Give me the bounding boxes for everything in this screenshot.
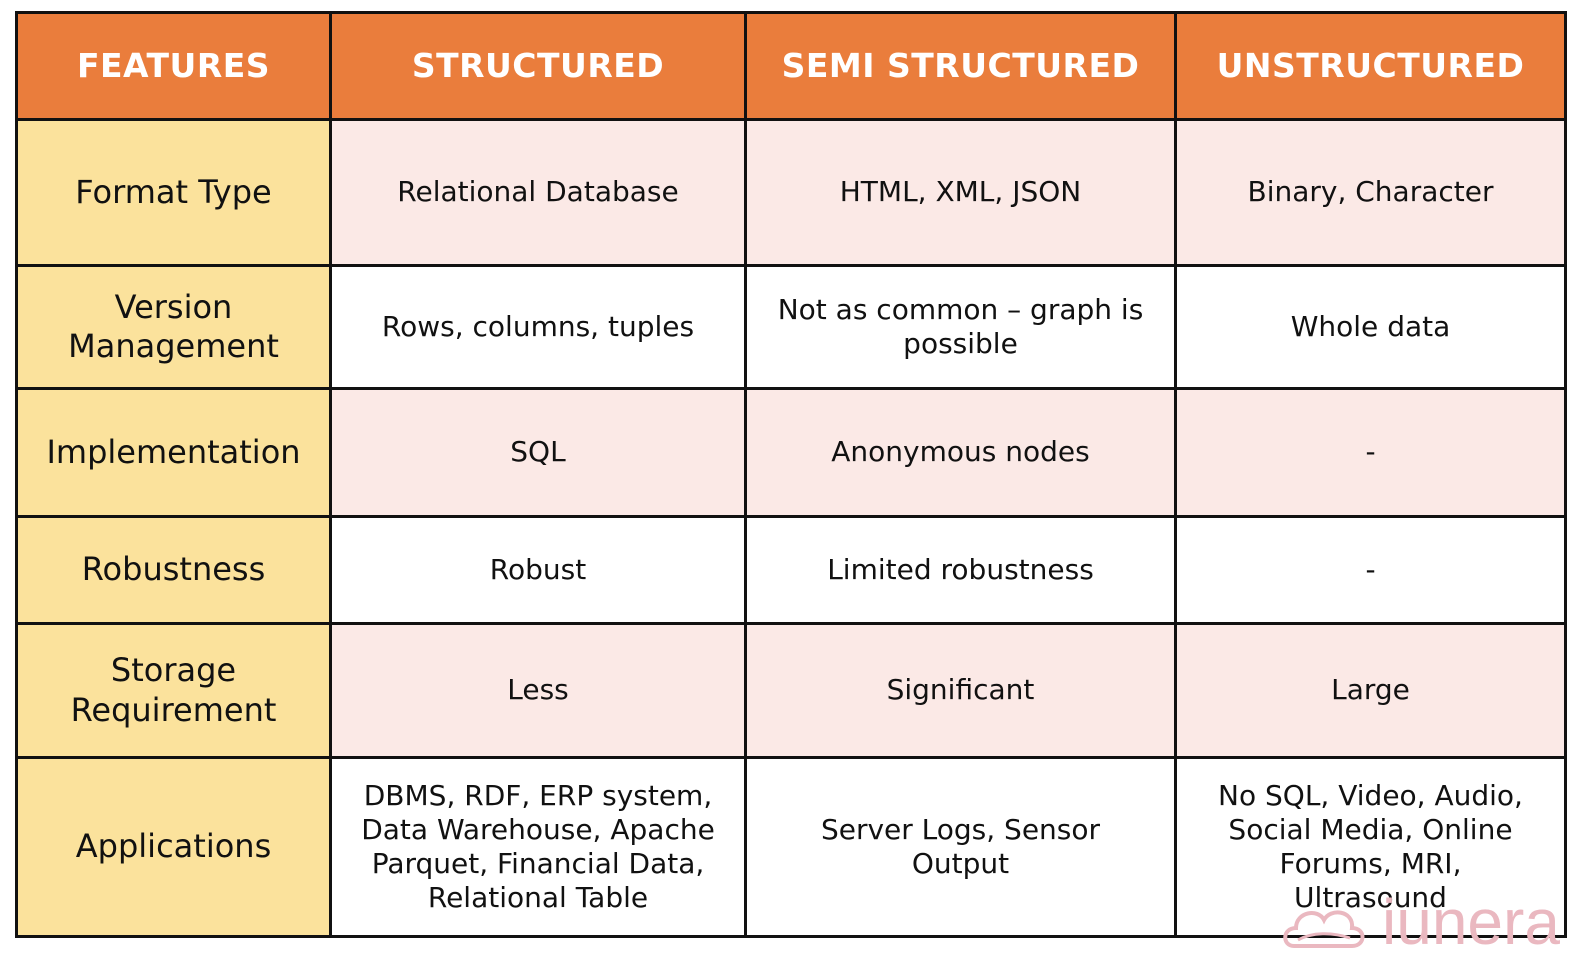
unstructured-cell: Large: [1174, 622, 1567, 759]
table-row: Implementation SQL Anonymous nodes -: [15, 387, 1567, 518]
feature-cell: Version Management: [15, 264, 332, 390]
table-row: Applications DBMS, RDF, ERP system, Data…: [15, 756, 1567, 938]
structured-cell: DBMS, RDF, ERP system, Data Warehouse, A…: [329, 756, 747, 938]
table-row: Robustness Robust Limited robustness -: [15, 515, 1567, 625]
table-row: Version Management Rows, columns, tuples…: [15, 264, 1567, 390]
header-semi-structured: SEMI STRUCTURED: [744, 11, 1177, 121]
unstructured-cell: Binary, Character: [1174, 118, 1567, 267]
header-row: FEATURES STRUCTURED SEMI STRUCTURED UNST…: [15, 11, 1567, 121]
comparison-table: FEATURES STRUCTURED SEMI STRUCTURED UNST…: [15, 11, 1567, 938]
feature-cell: Storage Requirement: [15, 622, 332, 759]
structured-cell: Less: [329, 622, 747, 759]
semi-structured-cell: Significant: [744, 622, 1177, 759]
unstructured-cell: No SQL, Video, Audio, Social Media, Onli…: [1174, 756, 1567, 938]
header-features: FEATURES: [15, 11, 332, 121]
unstructured-cell: -: [1174, 387, 1567, 518]
feature-cell: Applications: [15, 756, 332, 938]
semi-structured-cell: HTML, XML, JSON: [744, 118, 1177, 267]
structured-cell: Rows, columns, tuples: [329, 264, 747, 390]
table-row: Storage Requirement Less Significant Lar…: [15, 622, 1567, 759]
unstructured-cell: Whole data: [1174, 264, 1567, 390]
structured-cell: Robust: [329, 515, 747, 625]
structured-cell: Relational Database: [329, 118, 747, 267]
semi-structured-cell: Not as common – graph is possible: [744, 264, 1177, 390]
feature-cell: Implementation: [15, 387, 332, 518]
table-row: Format Type Relational Database HTML, XM…: [15, 118, 1567, 267]
header-unstructured: UNSTRUCTURED: [1174, 11, 1567, 121]
unstructured-cell: -: [1174, 515, 1567, 625]
header-structured: STRUCTURED: [329, 11, 747, 121]
semi-structured-cell: Anonymous nodes: [744, 387, 1177, 518]
semi-structured-cell: Server Logs, Sensor Output: [744, 756, 1177, 938]
feature-cell: Format Type: [15, 118, 332, 267]
feature-cell: Robustness: [15, 515, 332, 625]
structured-cell: SQL: [329, 387, 747, 518]
semi-structured-cell: Limited robustness: [744, 515, 1177, 625]
